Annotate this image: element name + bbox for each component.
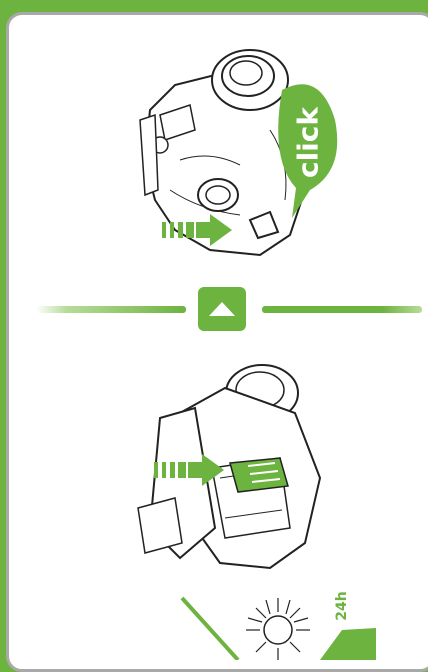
camera-open-illustration bbox=[120, 358, 340, 578]
divider-line-right bbox=[262, 306, 422, 313]
up-triangle-icon bbox=[208, 301, 236, 317]
charge-duration-text: 24h bbox=[334, 586, 350, 626]
sun-icon bbox=[246, 598, 310, 660]
up-button[interactable] bbox=[198, 287, 246, 331]
click-bubble-text: click bbox=[292, 103, 325, 183]
divider-line-left bbox=[36, 306, 186, 313]
